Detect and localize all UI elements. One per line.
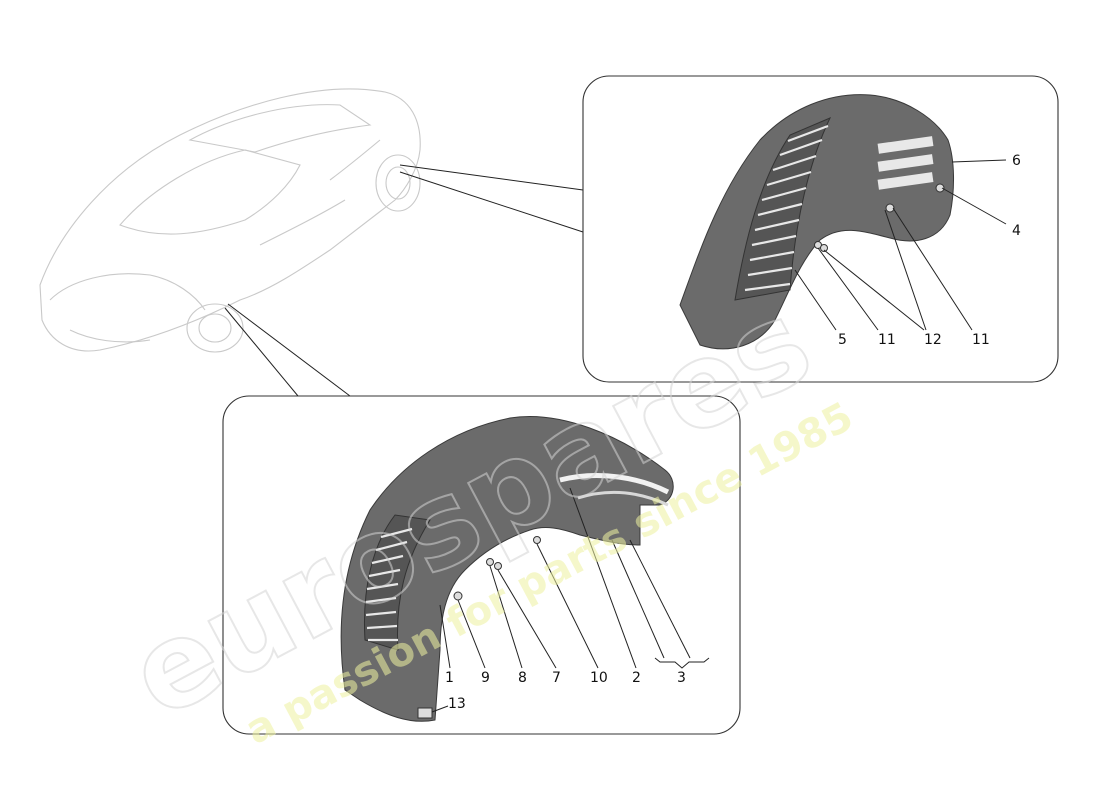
callout-13: 13: [448, 696, 466, 712]
callout-7: 7: [552, 670, 561, 686]
front-liner-shell: [340, 416, 674, 722]
front-screw-8: [486, 558, 494, 566]
callout-4: 4: [1012, 223, 1021, 239]
callout-6: 6: [1012, 153, 1021, 169]
callout-11a: 11: [878, 332, 896, 348]
callout-12: 12: [924, 332, 942, 348]
rear-clip-12: [885, 203, 895, 213]
callout-3: 3: [677, 670, 686, 686]
front-liner-seal-2: [559, 473, 670, 495]
callout-1: 1: [445, 670, 454, 686]
rear-liner-slats: [744, 124, 829, 292]
front-screw-10: [533, 536, 541, 544]
car-outline: [39, 88, 421, 353]
callout-2: 2: [632, 670, 641, 686]
callout-9: 9: [481, 670, 490, 686]
rear-liner-panel: 6 4 5 11 12 11: [582, 75, 1059, 383]
front-liner-slats: [365, 527, 413, 642]
callout-5: 5: [838, 332, 847, 348]
front-liner-panel: 1 9 8 7 10 2 3 13: [222, 395, 741, 735]
callout-10: 10: [590, 670, 608, 686]
callout-8: 8: [518, 670, 527, 686]
rear-screw-11b: [820, 244, 828, 252]
rear-liner-openings: [877, 136, 934, 190]
callout-11b: 11: [972, 332, 990, 348]
rear-clip-4: [935, 183, 945, 193]
panel-connectors: [224, 164, 584, 397]
front-screw-7: [494, 562, 502, 570]
front-clip-13: [417, 707, 433, 719]
front-liner-seal-3: [577, 490, 669, 507]
